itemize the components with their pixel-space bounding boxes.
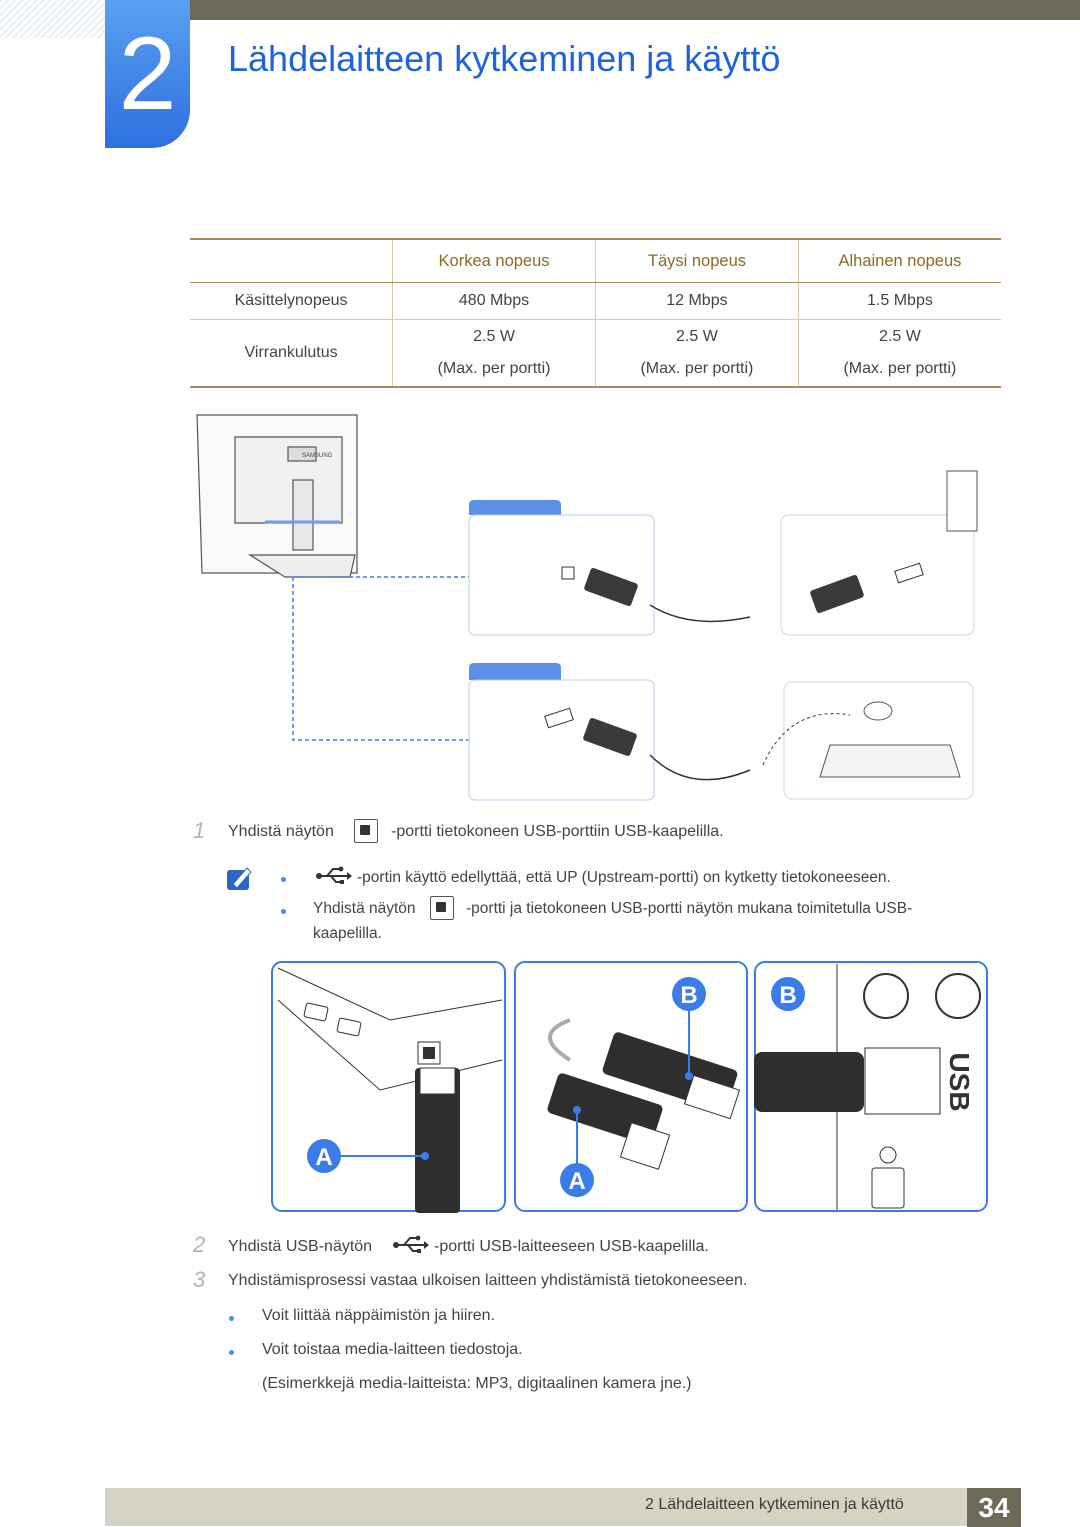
- note-bullet: [281, 877, 286, 882]
- footer-band: [105, 1488, 967, 1526]
- cable-panel: B A: [514, 961, 748, 1212]
- list-item-example: (Esimerkkejä media-laitteista: MP3, digi…: [262, 1375, 692, 1392]
- list-item: Voit liittää näppäimistön ja hiiren.: [262, 1307, 496, 1324]
- table-cell: 480 Mbps: [392, 282, 596, 320]
- usb-ports-figure: A B A USB B: [271, 961, 988, 1213]
- cell-sub: (Max. per portti): [843, 360, 957, 377]
- table-row: Virrankulutus 2.5 W (Max. per portti) 2.5…: [190, 319, 1001, 388]
- usb-icon: [316, 866, 352, 884]
- note-icon: [227, 867, 252, 890]
- header-hatch: [0, 0, 105, 38]
- label-b: B: [680, 982, 697, 1009]
- footer-chapter-title: 2 Lähdelaitteen kytkeminen ja käyttö: [645, 1496, 904, 1513]
- pc-panel: [780, 470, 978, 636]
- page-number: 34: [967, 1488, 1021, 1527]
- pc-port-panel: USB B: [754, 961, 988, 1212]
- list-bullet: [229, 1350, 234, 1355]
- step-1-text-start: Yhdistä näytön: [228, 823, 334, 840]
- cell-sub: (Max. per portti): [640, 360, 754, 377]
- usb-speed-table: Korkea nopeus Täysi nopeus Alhainen nope…: [190, 238, 1001, 388]
- step-1-text-end: -portti tietokoneen USB-porttiin USB-kaa…: [391, 823, 724, 840]
- step-number: 1: [193, 818, 206, 843]
- label-a: A: [568, 1168, 585, 1195]
- table-header-high-speed: Korkea nopeus: [392, 238, 596, 283]
- list-bullet: [229, 1316, 234, 1321]
- chapter-number: 2: [105, 0, 190, 148]
- connector-line-down: [292, 577, 470, 741]
- monitor-back-illustration: [196, 414, 358, 578]
- table-row: Käsittelynopeus 480 Mbps 12 Mbps 1.5 Mbp…: [190, 282, 1001, 320]
- note-bullet: [281, 909, 286, 914]
- header-band: [190, 0, 1080, 20]
- cell-value: 2.5 W: [879, 328, 921, 345]
- cell-value: 2.5 W: [676, 328, 718, 345]
- usb-icon: [393, 1235, 429, 1253]
- keyboard-mouse-panel: [762, 681, 974, 800]
- row-label: Käsittelynopeus: [190, 282, 393, 320]
- step-3-text: Yhdistämisprosessi vastaa ulkoisen laitt…: [228, 1272, 748, 1289]
- note-2-text-cont: kaapelilla.: [313, 925, 382, 942]
- table-cell: 2.5 W (Max. per portti): [392, 319, 596, 388]
- label-b: B: [779, 982, 796, 1009]
- table-header-low-speed: Alhainen nopeus: [797, 238, 1001, 283]
- usb-port-label: USB: [944, 1052, 975, 1111]
- note-2-text-start: Yhdistä näytön: [313, 900, 416, 917]
- table-cell: 2.5 W (Max. per portti): [594, 319, 799, 388]
- table-cell: 1.5 Mbps: [797, 282, 1001, 320]
- cell-value: 2.5 W: [473, 328, 515, 345]
- brand-label: SAMSUNG: [302, 453, 333, 459]
- table-header-empty: [190, 238, 393, 283]
- table-cell: 2.5 W (Max. per portti): [797, 319, 1001, 388]
- note-2-text-end: -portti ja tietokoneen USB-portti näytön…: [466, 900, 913, 917]
- monitor-port-panel: A: [271, 961, 506, 1213]
- table-header-row: Korkea nopeus Täysi nopeus Alhainen nope…: [190, 238, 1001, 283]
- usb-b-port-icon: [354, 819, 378, 843]
- list-item: Voit toistaa media-laitteen tiedostoja.: [262, 1341, 523, 1358]
- table-cell: 12 Mbps: [594, 282, 799, 320]
- label-a: A: [315, 1144, 332, 1171]
- usb-b-port-icon: [430, 896, 454, 920]
- row-label: Virrankulutus: [190, 319, 393, 388]
- note-1-text: -portin käyttö edellyttää, että UP (Upst…: [357, 869, 891, 886]
- step-number: 2: [193, 1232, 206, 1257]
- step-2-text-start: Yhdistä USB-näytön: [228, 1238, 373, 1255]
- downstream-panel: [468, 663, 751, 801]
- page-title: Lähdelaitteen kytkeminen ja käyttö: [228, 38, 781, 79]
- connection-diagram: SAMSUNG: [196, 414, 978, 801]
- upstream-panel: [468, 500, 751, 636]
- cell-sub: (Max. per portti): [437, 360, 551, 377]
- table-header-full-speed: Täysi nopeus: [594, 238, 799, 283]
- step-2-text-end: -portti USB-laitteeseen USB-kaapelilla.: [434, 1238, 709, 1255]
- step-number: 3: [193, 1267, 206, 1292]
